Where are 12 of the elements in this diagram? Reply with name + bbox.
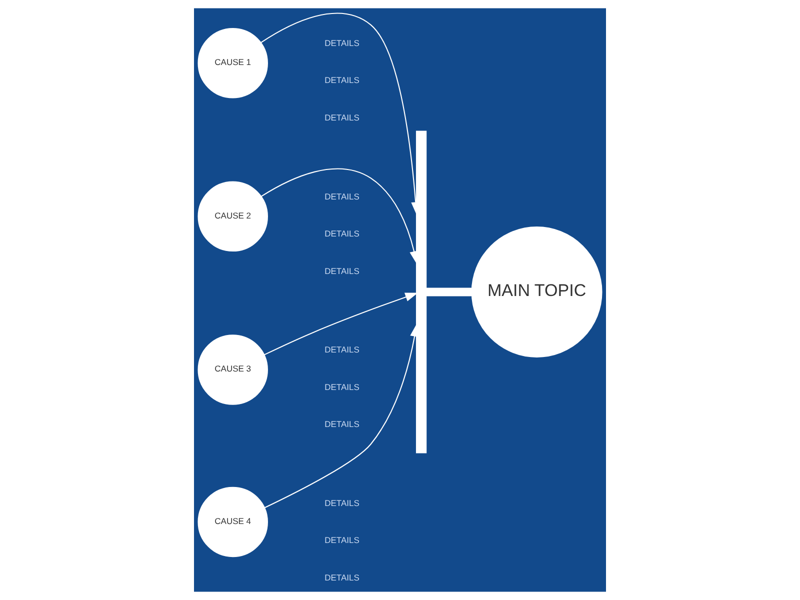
label: DETAILS [324, 382, 360, 392]
label: DETAILS [324, 228, 360, 239]
label: DETAILS [324, 419, 360, 430]
label: DETAILS [324, 191, 360, 202]
label: DETAILS [324, 38, 360, 48]
label: DETAILS [324, 112, 360, 122]
label: DETAILS [324, 535, 360, 546]
label: DETAILS [324, 572, 360, 582]
label: DETAILS [324, 75, 360, 86]
label: DETAILS [324, 344, 360, 355]
label: DETAILS [324, 266, 360, 276]
label: DETAILS [324, 498, 360, 508]
